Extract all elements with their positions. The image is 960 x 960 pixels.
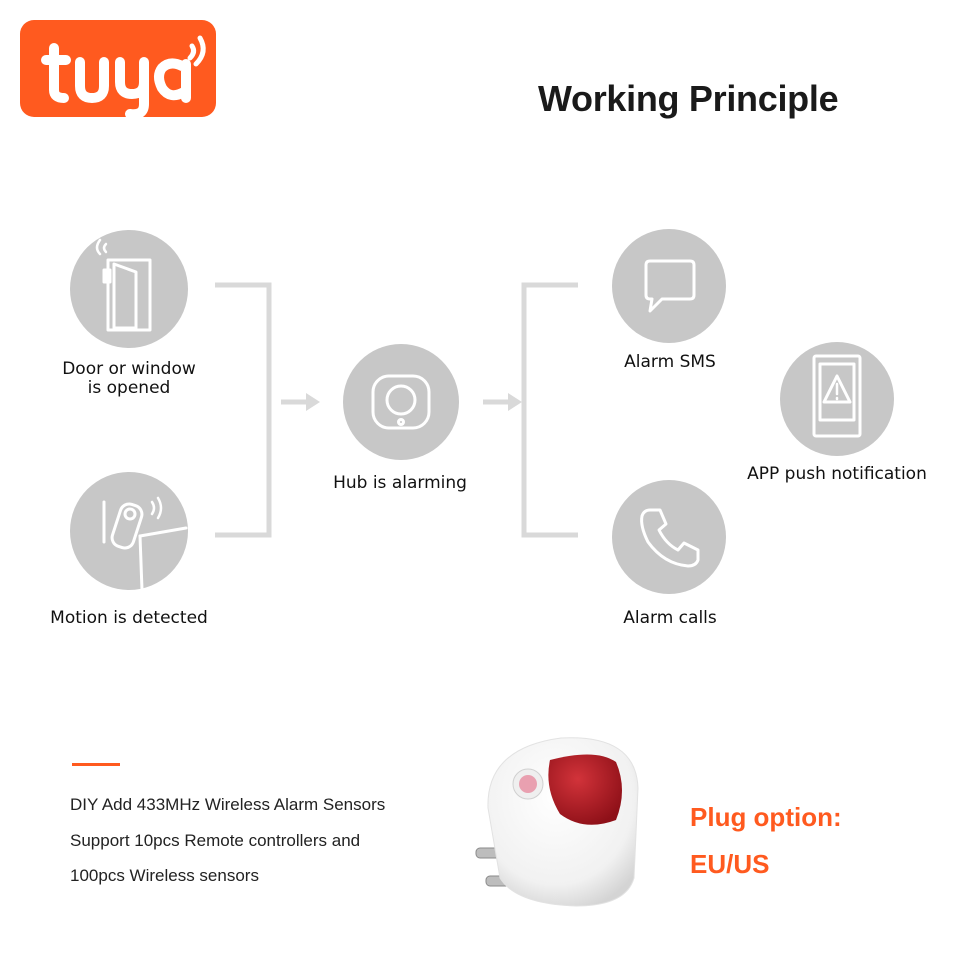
hub-siren-icon [371,374,431,430]
hub-label: Hub is alarming [333,473,467,493]
output-calls-label: Alarm calls [623,608,717,628]
accent-line [72,763,120,766]
page-title: Working Principle [538,78,839,119]
app-push-circle [780,342,894,456]
tuya-logo-mark [41,35,206,117]
trigger-door-window-label: Door or window is opened [40,360,218,398]
feature-line-2: Support 10pcs Remote controllers and [70,831,361,850]
chat-bubble-icon [644,259,696,313]
motion-circle [70,472,188,590]
door-window-sensor-icon [95,238,152,332]
phone-icon [640,508,700,568]
calls-circle [612,480,726,594]
hub-circle [343,344,459,460]
trigger-door-line-1: Door or window [62,359,196,379]
plug-option-label: Plug option: [690,802,842,832]
feature-line-3: 100pcs Wireless sensors [70,866,259,885]
output-sms-label: Alarm SMS [624,352,716,372]
sms-circle [612,229,726,343]
tuya-logo [20,20,216,117]
arrow-from-hub-head [508,393,522,411]
arrow-to-hub-head [306,393,320,411]
left-bracket [215,282,272,538]
product-siren-image [475,737,639,907]
phone-alert-icon [812,354,862,438]
output-app-push-label: APP push notification [747,464,927,484]
trigger-door-line-2: is opened [87,378,171,398]
trigger-motion-label: Motion is detected [50,608,208,628]
plug-option-value: EU/US [690,849,770,879]
motion-sensor-icon [102,496,188,590]
feature-line-1: DIY Add 433MHz Wireless Alarm Sensors [70,795,386,814]
door-window-circle [70,230,188,348]
right-bracket [521,282,578,538]
